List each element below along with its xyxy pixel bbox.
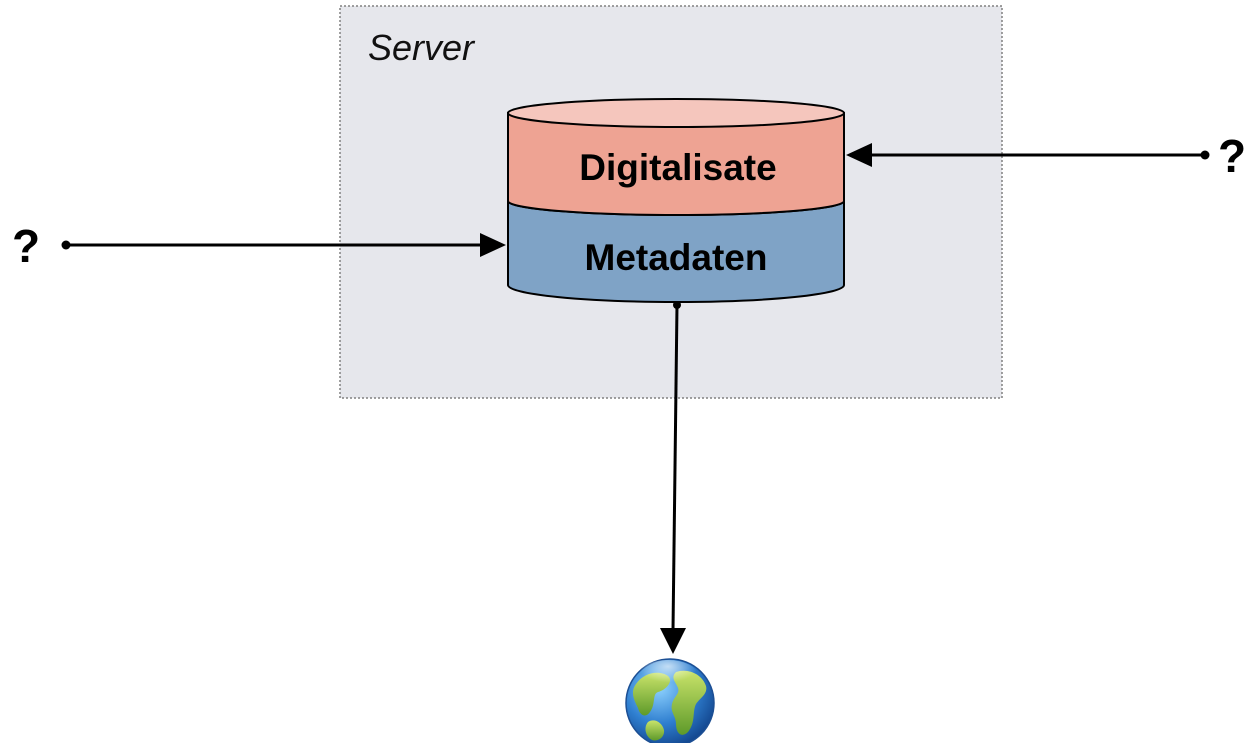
server-label: Server — [368, 27, 476, 68]
output-arrow-line — [671, 304, 679, 631]
globe-shine — [638, 660, 698, 692]
digitalisate-label: Digitalisate — [579, 147, 776, 188]
cylinder-top — [507, 98, 845, 128]
right-question-mark: ? — [1218, 130, 1246, 182]
output-arrow-head — [660, 628, 686, 654]
metadaten-label: Metadaten — [585, 237, 768, 278]
globe-continent-south — [645, 720, 665, 741]
digitalisate-section — [507, 112, 845, 216]
globe-icon — [625, 658, 715, 743]
left-question-mark: ? — [12, 220, 40, 272]
database-cylinder: Digitalisate Metadaten — [507, 98, 845, 303]
right-input-arrow: ? — [846, 130, 1246, 182]
left-arrow-head — [480, 233, 506, 257]
output-arrow — [660, 301, 686, 654]
left-input-arrow: ? — [12, 220, 506, 272]
right-arrow-head — [846, 143, 872, 167]
